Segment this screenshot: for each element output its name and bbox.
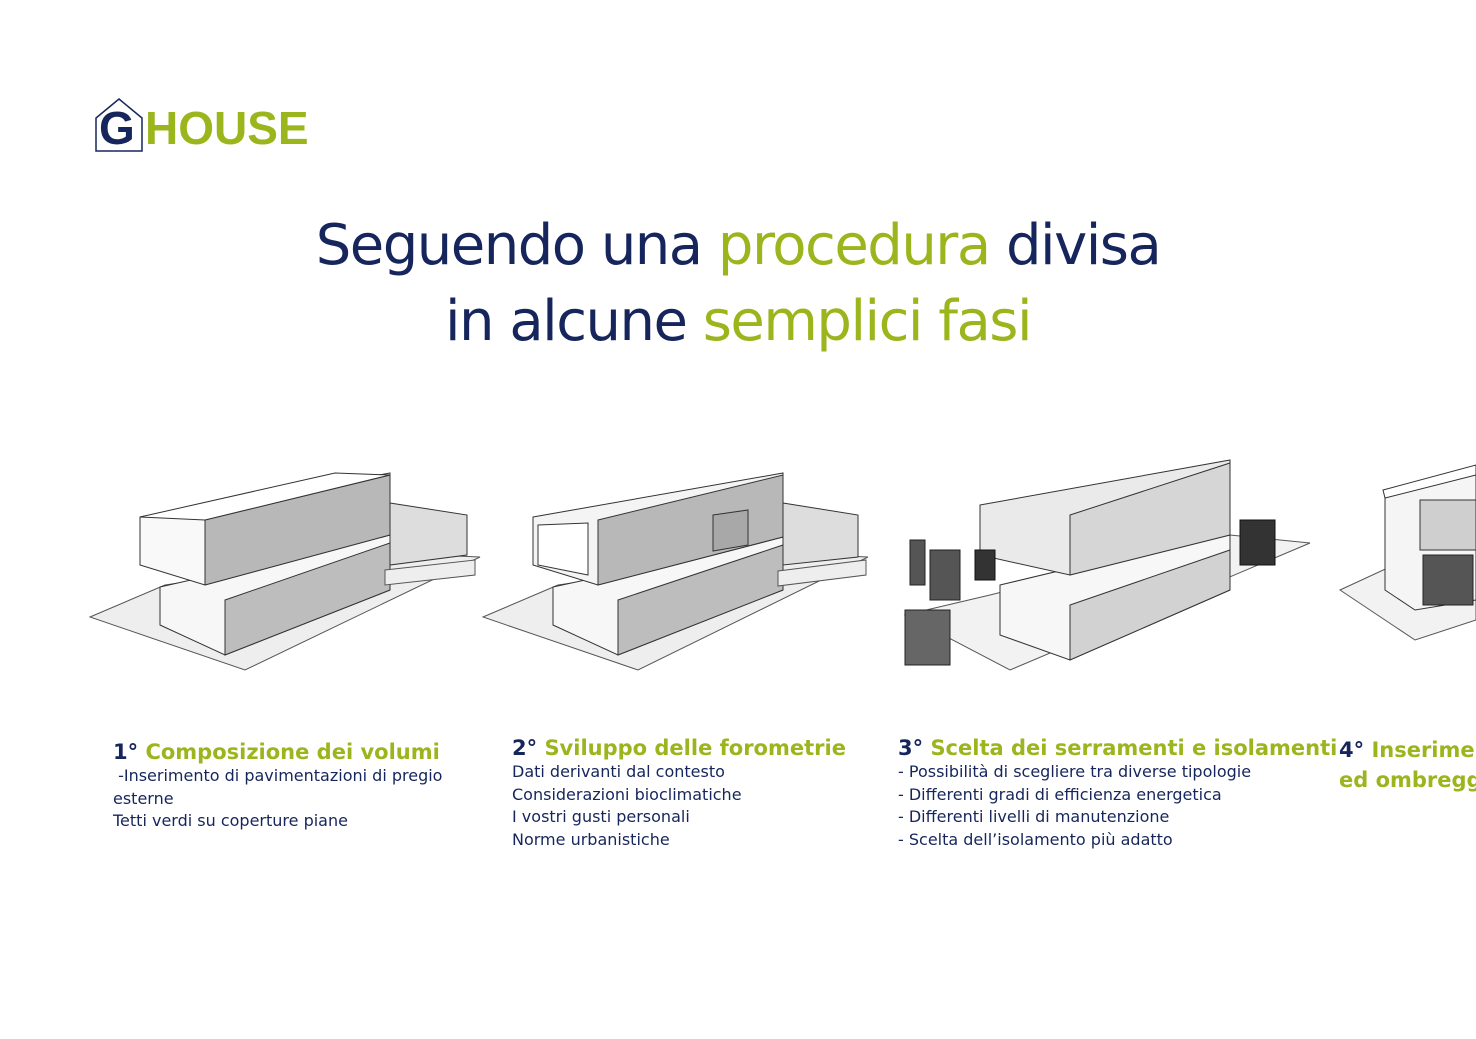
step-title: Scelta dei serramenti e isolamenti: [930, 736, 1338, 760]
building-openings-illustration: [481, 472, 869, 671]
step-title: Sviluppo delle forometrie: [544, 736, 846, 760]
step-line: Dati derivanti dal contesto: [512, 762, 725, 781]
step-2: 2° Sviluppo delle forometrie Dati deriva…: [512, 735, 846, 851]
step-line: - Scelta dell’isolamento più adatto: [898, 829, 1173, 849]
window-frame: [1239, 519, 1276, 566]
headline-accent: semplici fasi: [702, 289, 1033, 354]
building-windows-insulation-illustration: [903, 459, 1311, 671]
headline-text: Seguendo una: [315, 213, 718, 278]
logo-letter: G: [99, 102, 135, 154]
logo-word: HOUSE: [145, 102, 309, 154]
step-title: Inserimen: [1371, 738, 1476, 762]
step-3: 3° Scelta dei serramenti e isolamenti - …: [898, 735, 1337, 851]
building-shading-illustration: [1338, 464, 1476, 641]
building-volumes-illustration: [88, 472, 481, 671]
step-1: 1° Composizione dei volumi -Inserimento …: [113, 739, 442, 833]
step-line: - Possibilità di scegliere tra diverse t…: [898, 762, 1252, 781]
step-line: esterne: [113, 788, 174, 808]
headline-line-2: in alcune semplici fasi: [0, 284, 1476, 360]
step-number: 1°: [113, 740, 139, 764]
step-line: - Differenti gradi di efficienza energet…: [898, 784, 1222, 804]
step-line: Tetti verdi su coperture piane: [113, 811, 348, 830]
step-title: Composizione dei volumi: [145, 740, 440, 764]
step-number: 4°: [1339, 738, 1365, 762]
step-line: I vostri gusti personali: [512, 807, 690, 826]
step-number: 2°: [512, 736, 538, 760]
step-line: - Differenti livelli di manutenzione: [898, 807, 1170, 826]
ghouse-logo: G HOUSE: [95, 96, 309, 152]
step-number: 3°: [898, 736, 924, 760]
headline-line-1: Seguendo una procedura divisa: [0, 208, 1476, 284]
step-line: Considerazioni bioclimatiche: [512, 784, 742, 804]
headline: Seguendo una procedura divisa in alcune …: [0, 208, 1476, 360]
step-title-continued: ed ombregg: [1339, 768, 1476, 792]
headline-text: divisa: [989, 213, 1162, 278]
step-4: 4° Inserimen ed ombregg: [1339, 737, 1476, 793]
step-line: Norme urbanistiche: [512, 829, 670, 849]
step-line: -Inserimento di pavimentazioni di pregio: [113, 766, 443, 785]
headline-text: in alcune: [444, 289, 703, 354]
house-icon: G: [95, 98, 143, 152]
headline-accent: procedura: [717, 213, 991, 278]
